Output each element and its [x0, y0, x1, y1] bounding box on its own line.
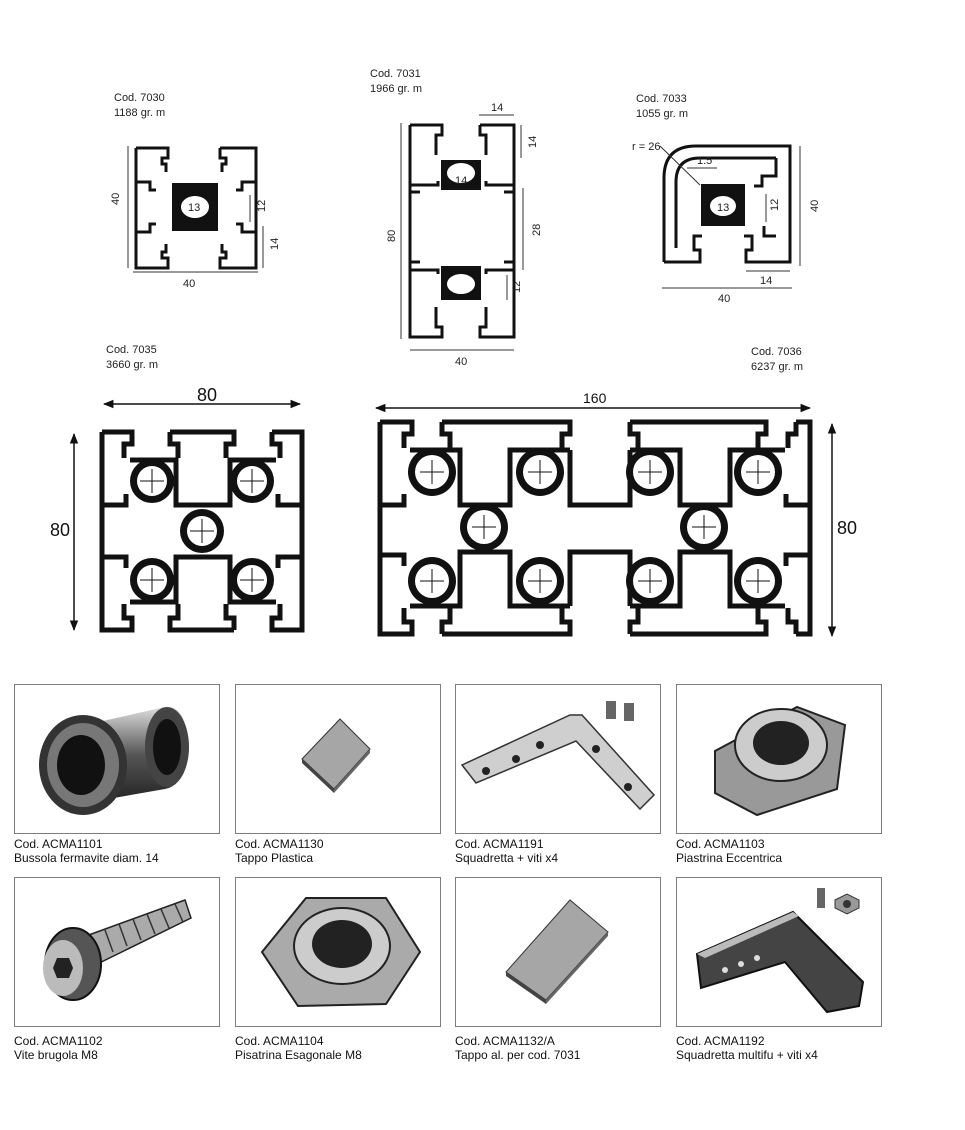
accessory-name: Pisatrina Esagonale M8 [235, 1048, 362, 1062]
profile-7033-drawing [662, 144, 792, 264]
accessory-name: Bussola fermavite diam. 14 [14, 851, 159, 865]
accessory-name: Tappo al. per cod. 7031 [455, 1048, 581, 1062]
profile-code: Cod. 7036 [751, 346, 802, 358]
profile-weight: 6237 gr. m [751, 361, 803, 373]
accessory-code: Cod. ACMA1103 [676, 837, 765, 851]
dim-7030-slot: 12 [256, 200, 268, 212]
dim-7031-slot: 12 [511, 281, 523, 293]
dim-7031-top: 14 [491, 102, 503, 114]
accessory-card-acma1104 [235, 877, 441, 1027]
eccentric-plate-icon [714, 705, 847, 817]
dim-7035-width: 80 [197, 385, 217, 405]
accessory-name: Tappo Plastica [235, 851, 314, 865]
dim-7035-height: 80 [50, 520, 70, 540]
dim-7031-width: 40 [455, 356, 467, 368]
dim-7031-height: 80 [386, 230, 398, 242]
profiles-drawing: 40 40 13 12 14 14 14 14 80 28 12 40 [50, 102, 857, 638]
profile-weight: 1188 gr. m [114, 107, 166, 119]
dim-7030-lip: 14 [269, 238, 281, 250]
profile-7036-label: Cod. 7036 6237 gr. m [751, 345, 803, 375]
multi-bracket-icon [695, 888, 865, 1014]
accessory-name: Piastrina Eccentrica [676, 851, 783, 865]
profile-code: Cod. 7033 [636, 93, 687, 105]
dim-7033-width: 40 [718, 293, 730, 305]
accessory-code: Cod. ACMA1102 [14, 1034, 103, 1048]
dim-7033-lip: 14 [760, 275, 772, 287]
accessory-code: Cod. ACMA1130 [235, 837, 324, 851]
dim-7033-wall: 1.5 [697, 155, 712, 167]
flat-corner-bracket-icon [460, 701, 656, 811]
profile-7035-drawing [99, 429, 305, 633]
accessory-code: Cod. ACMA1104 [235, 1034, 324, 1048]
threaded-bushing-icon [39, 706, 189, 815]
accessory-card-acma1130 [235, 684, 441, 834]
accessory-code: Cod. ACMA1132/A [455, 1034, 555, 1048]
accessory-card-acma1103 [676, 684, 882, 834]
dim-7031-center: 28 [531, 224, 543, 236]
accessory-caption-acma1132a: Cod. ACMA1132/A Tappo al. per cod. 7031 [455, 1034, 580, 1062]
accessory-caption-acma1102: Cod. ACMA1102 Vite brugola M8 [14, 1034, 103, 1062]
dim-7033-slot: 12 [769, 199, 781, 211]
accessory-caption-acma1192: Cod. ACMA1192 Squadretta multifu + viti … [676, 1034, 818, 1062]
profile-7030-drawing [134, 146, 258, 270]
profile-code: Cod. 7035 [106, 344, 157, 356]
profile-7031-label: Cod. 7031 1966 gr. m [370, 67, 422, 97]
dim-7036-height: 80 [837, 518, 857, 538]
accessory-caption-acma1101: Cod. ACMA1101 Bussola fermavite diam. 14 [14, 837, 159, 865]
profile-code: Cod. 7030 [114, 92, 165, 104]
aluminium-cap-icon [505, 899, 609, 1004]
dim-7033-height: 40 [809, 200, 821, 212]
accessory-caption-acma1130: Cod. ACMA1130 Tappo Plastica [235, 837, 324, 865]
profile-7030-label: Cod. 7030 1188 gr. m [114, 91, 165, 121]
plastic-cap-icon [301, 718, 371, 793]
dim-7036-width: 160 [583, 390, 607, 406]
accessory-name: Vite brugola M8 [14, 1048, 98, 1062]
accessory-caption-acma1103: Cod. ACMA1103 Piastrina Eccentrica [676, 837, 782, 865]
profile-7036-drawing [377, 419, 813, 637]
profile-code: Cod. 7031 [370, 68, 421, 80]
hex-plate-icon [260, 897, 422, 1008]
profile-7035-label: Cod. 7035 3660 gr. m [106, 343, 158, 373]
dim-7033-radius: r = 26 [632, 141, 660, 153]
profile-7031-drawing [408, 123, 516, 339]
dim-7031-lip: 14 [527, 136, 539, 148]
accessory-caption-acma1191: Cod. ACMA1191 Squadretta + viti x4 [455, 837, 558, 865]
dim-7030-height: 40 [110, 193, 122, 205]
profile-weight: 1055 gr. m [636, 108, 688, 120]
dim-7030-hole: 13 [188, 202, 200, 214]
accessory-card-acma1102 [14, 877, 220, 1027]
accessory-card-acma1191 [455, 684, 661, 834]
accessory-card-acma1101 [14, 684, 220, 834]
accessory-name: Squadretta + viti x4 [455, 851, 559, 865]
accessory-code: Cod. ACMA1192 [676, 1034, 765, 1048]
profile-weight: 3660 gr. m [106, 359, 158, 371]
socket-screw-icon [43, 899, 192, 1001]
dim-7031-hole: 14 [455, 175, 467, 187]
accessory-card-acma1192 [676, 877, 882, 1027]
accessory-name: Squadretta multifu + viti x4 [676, 1048, 818, 1062]
dim-7033-hole: 13 [717, 202, 729, 214]
profile-7033-label: Cod. 7033 1055 gr. m [636, 92, 688, 122]
accessory-code: Cod. ACMA1101 [14, 837, 103, 851]
accessory-card-acma1132a [455, 877, 661, 1027]
accessory-caption-acma1104: Cod. ACMA1104 Pisatrina Esagonale M8 [235, 1034, 362, 1062]
dim-7030-width: 40 [183, 278, 195, 290]
accessory-code: Cod. ACMA1191 [455, 837, 544, 851]
profile-weight: 1966 gr. m [370, 83, 422, 95]
